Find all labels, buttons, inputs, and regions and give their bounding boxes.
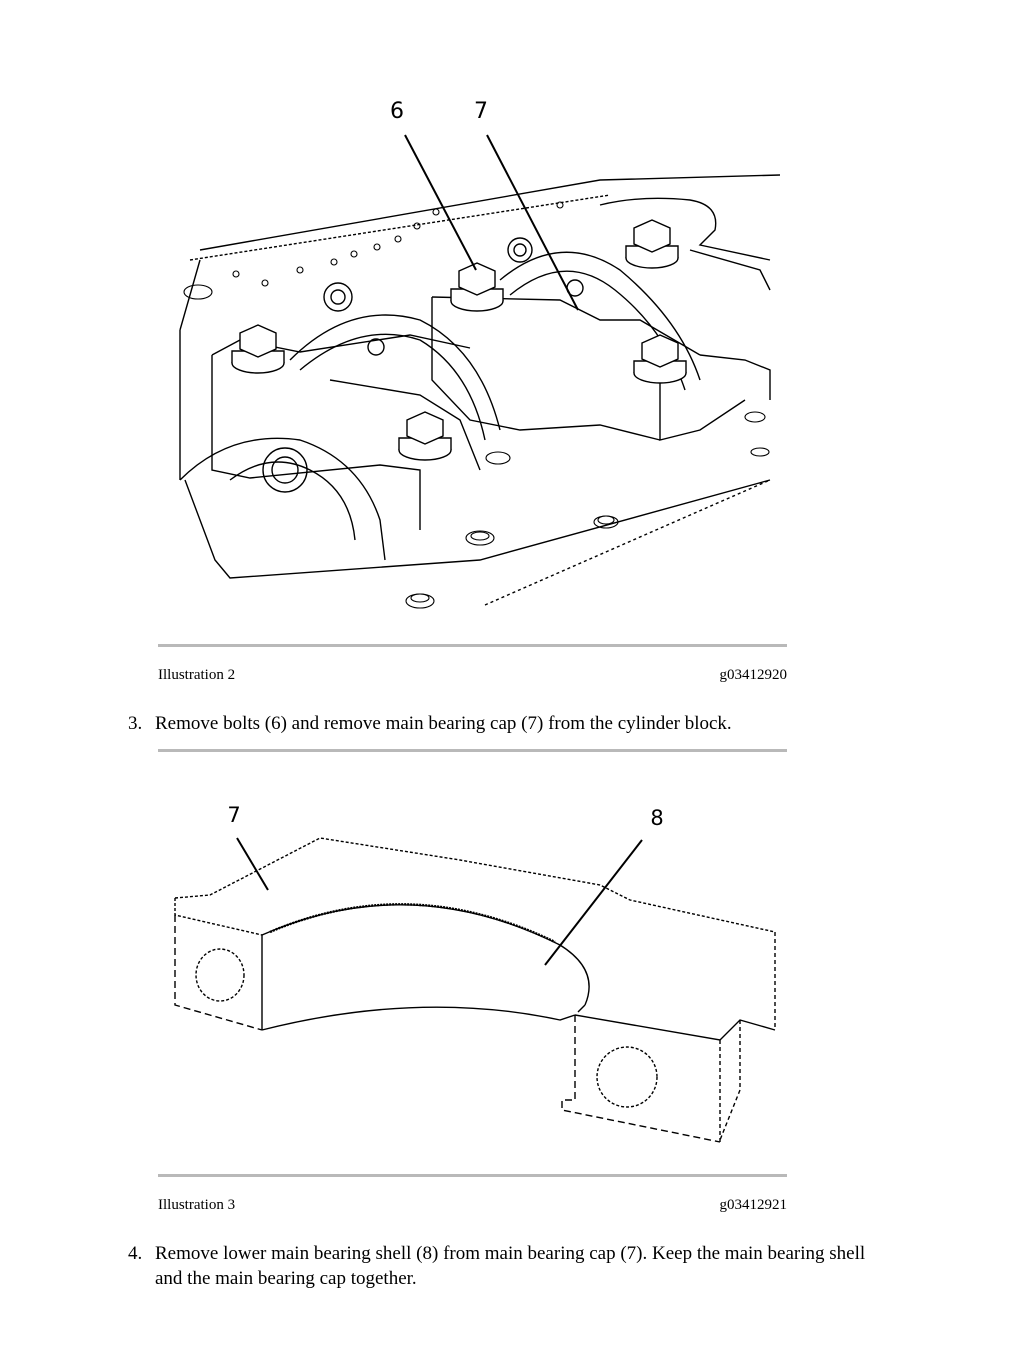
step-text: Remove bolts (6) and remove main bearing…: [155, 713, 732, 734]
step-text: Remove lower main bearing shell (8) from…: [155, 1243, 866, 1289]
caption-id: g03412920: [719, 667, 788, 683]
callout-8: 8: [650, 806, 663, 830]
divider: [158, 644, 787, 647]
divider: [158, 1174, 787, 1177]
illustration-3-caption: Illustration 3 g03412921: [158, 1197, 787, 1214]
divider: [158, 749, 787, 752]
illustration-3-image: 7 8: [170, 795, 785, 1150]
step-number: 4.: [128, 1243, 143, 1264]
callout-6: 6: [390, 99, 404, 124]
step-number: 3.: [128, 713, 143, 734]
callout-7: 7: [227, 803, 240, 827]
caption-id: g03412921: [719, 1197, 788, 1213]
illustration-2-image: 6 7: [170, 92, 781, 612]
callout-7: 7: [474, 99, 488, 124]
caption-label: Illustration 2: [158, 667, 236, 683]
caption-label: Illustration 3: [158, 1197, 236, 1213]
illustration-2-caption: Illustration 2 g03412920: [158, 667, 787, 684]
